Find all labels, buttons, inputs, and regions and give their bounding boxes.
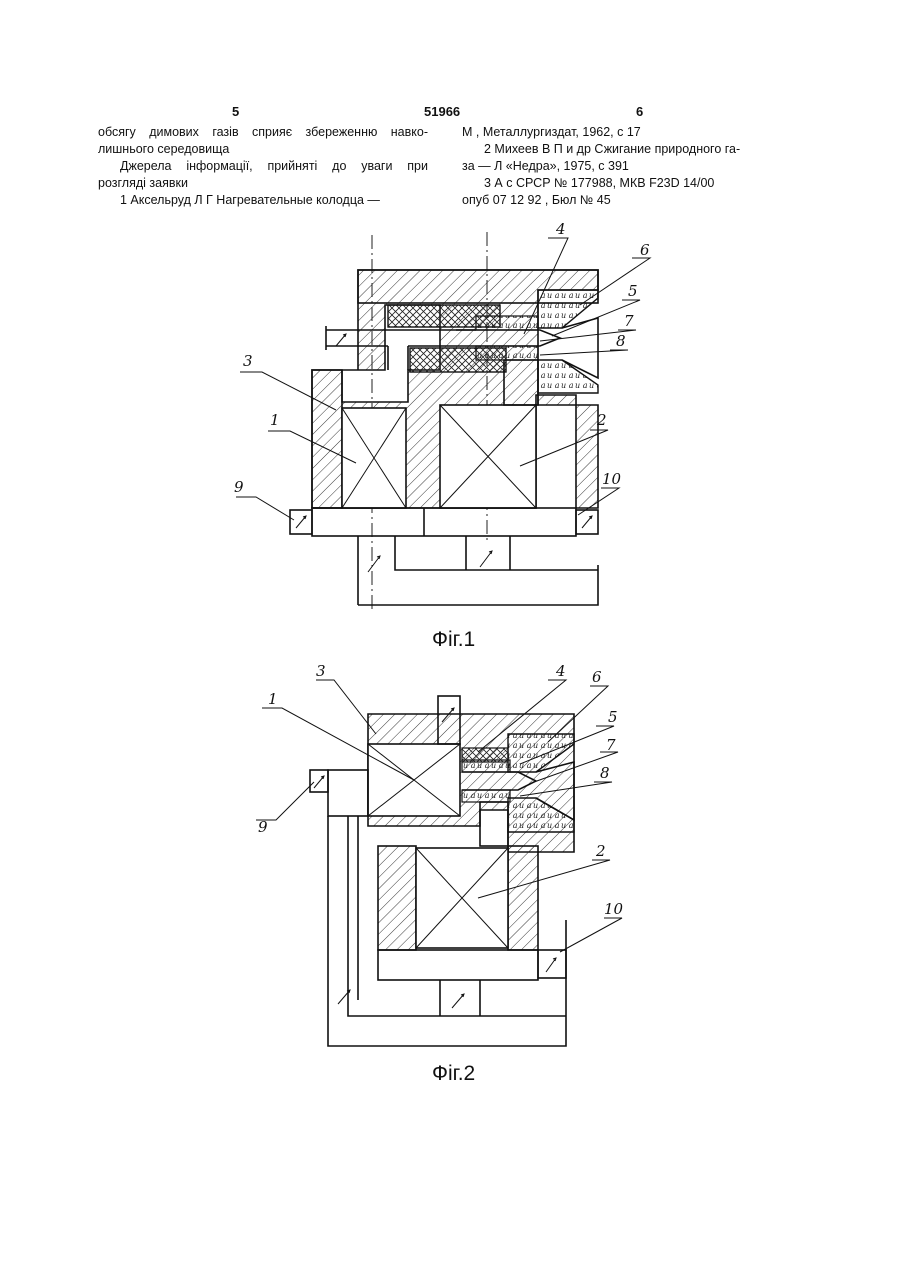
fig2-label-5: 5 [608, 708, 618, 726]
lower-wall-left [378, 846, 416, 950]
exhaust-ducts [358, 536, 598, 605]
fig1-label-4: 4 [555, 220, 566, 238]
fig2-label-7: 7 [606, 736, 616, 754]
regenerator-2 [440, 405, 536, 508]
fig1-label-6: 6 [640, 241, 650, 259]
fig2-label-1: 1 [268, 690, 278, 708]
fig2-label-2: 2 [595, 842, 606, 860]
flow-arrow-icon [480, 551, 492, 567]
fig1-label-8: 8 [616, 332, 626, 350]
exhaust-duct-branch [466, 536, 510, 570]
lower-wall-right [508, 846, 538, 950]
fig2-label-3: 3 [316, 662, 326, 680]
figure-1-caption: Фіг.1 [432, 628, 475, 652]
fig2-label-6: 6 [592, 668, 602, 686]
valve-9-icon [290, 510, 312, 534]
fig1-label-10: 10 [602, 470, 622, 488]
fig2-label-10: 10 [604, 900, 624, 918]
fig1-label-7: 7 [624, 312, 634, 330]
fig1-label-9: 9 [234, 478, 244, 496]
flow-arrow-icon [368, 556, 380, 572]
figure-1-drawing: u a [0, 0, 900, 640]
fig1-label-1: 1 [270, 411, 280, 429]
gas-riser [388, 346, 408, 370]
bottom-channel [312, 508, 576, 536]
bottom-channel [378, 950, 538, 980]
regenerator-1 [342, 408, 406, 508]
fig2-label-4: 4 [555, 662, 566, 680]
figure-2-drawing: 1 2 3 4 5 6 7 8 9 10 [0, 660, 900, 1080]
flow-arrow-icon [452, 994, 464, 1008]
fig2-label-8: 8 [600, 764, 610, 782]
regenerator-2 [416, 848, 508, 948]
fig1-label-5: 5 [628, 282, 638, 300]
nozzle-block [538, 290, 598, 393]
figure-2-caption: Фіг.2 [432, 1062, 475, 1086]
fig1-label-2: 2 [596, 411, 607, 429]
fig1-label-3: 3 [243, 352, 253, 370]
valve-9-icon [310, 770, 328, 792]
fig2-label-9: 9 [258, 818, 268, 836]
side-channel [328, 770, 368, 816]
valve-10-icon [538, 950, 566, 978]
